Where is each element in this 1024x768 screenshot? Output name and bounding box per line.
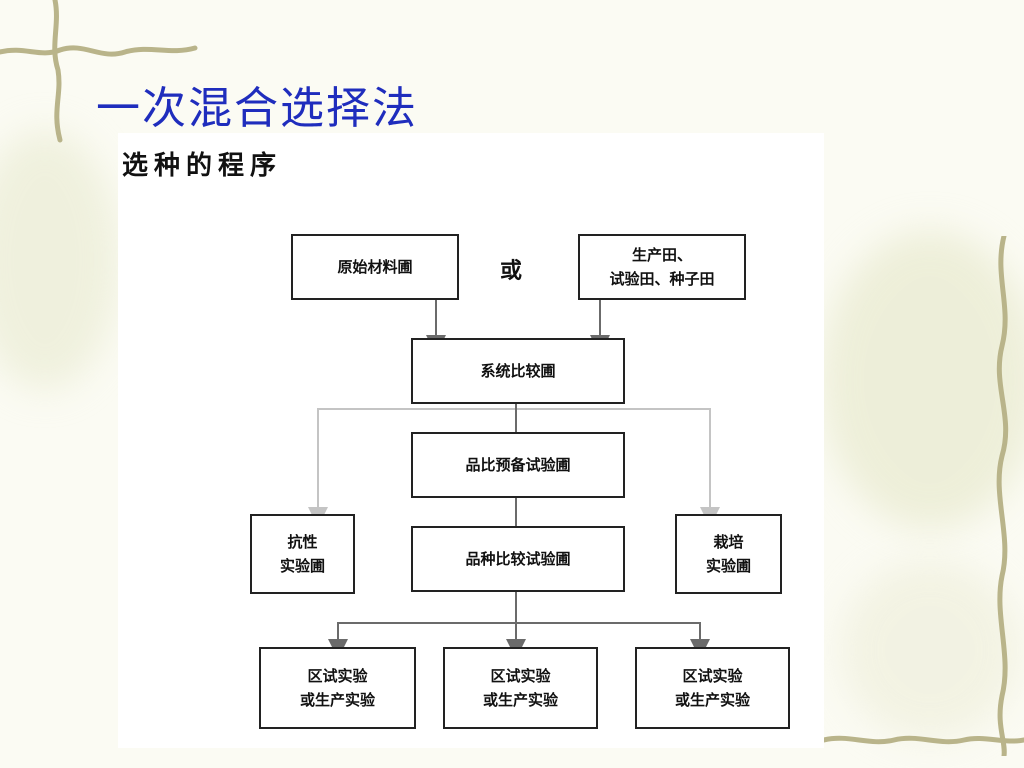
box-cultivation-trial: 栽培 实验圃	[675, 514, 782, 594]
box-text-line: 区试实验	[490, 667, 551, 685]
box-text-line: 实验圃	[705, 557, 751, 575]
box-text-line: 栽培	[713, 533, 744, 551]
arrow-variety-to-regional-1	[328, 622, 516, 659]
vine-decoration-topleft	[0, 0, 198, 143]
background-flower-blob	[820, 230, 1024, 530]
box-text-line: 区试实验	[682, 667, 743, 685]
box-text-line: 抗性	[287, 533, 318, 551]
box-variety-comparison: 品种比较试验圃	[411, 526, 625, 592]
box-regional-trial-1: 区试实验 或生产实验	[259, 647, 416, 729]
box-text-line: 系统比较圃	[480, 362, 556, 380]
background-flower-blob	[840, 560, 1020, 740]
box-resistance-trial: 抗性 实验圃	[250, 514, 355, 594]
box-original-nursery: 原始材料圃	[291, 234, 459, 300]
box-line-comparison: 系统比较圃	[411, 338, 625, 404]
box-regional-trial-2: 区试实验 或生产实验	[443, 647, 598, 729]
box-regional-trial-3: 区试实验 或生产实验	[635, 647, 790, 729]
box-text-line: 区试实验	[307, 667, 368, 685]
box-text-line: 品比预备试验圃	[465, 456, 571, 474]
box-text-line: 生产田、	[631, 246, 692, 264]
connector-layer	[308, 299, 720, 659]
box-text-line: 实验圃	[279, 557, 325, 575]
box-text-line: 原始材料圃	[337, 258, 413, 276]
figure-caption: 选种的程序	[122, 151, 283, 181]
box-text-line: 或生产实验	[482, 691, 558, 709]
box-text-line: 品种比较试验圃	[465, 550, 571, 568]
vine-decoration-right	[996, 236, 1009, 756]
box-text-line: 试验田、种子田	[609, 270, 715, 288]
arrow-line-to-cultivation	[516, 408, 720, 527]
slide-title: 一次混合选择法	[96, 83, 418, 134]
box-text-line: 或生产实验	[299, 691, 375, 709]
arrow-line-to-resistance	[308, 408, 516, 527]
box-preliminary-trial: 品比预备试验圃	[411, 432, 625, 498]
background-flower-blob	[0, 130, 120, 390]
box-text-line: 或生产实验	[674, 691, 750, 709]
arrow-variety-to-regional-3	[516, 622, 710, 659]
vine-decoration-bottom	[824, 735, 1024, 745]
box-production-fields: 生产田、 试验田、种子田	[578, 234, 746, 300]
flowchart-figure: 选种的程序 原始材料圃 或 生产田、 试验田、种子田 系统比较圃	[118, 133, 824, 748]
or-label: 或	[500, 258, 523, 284]
